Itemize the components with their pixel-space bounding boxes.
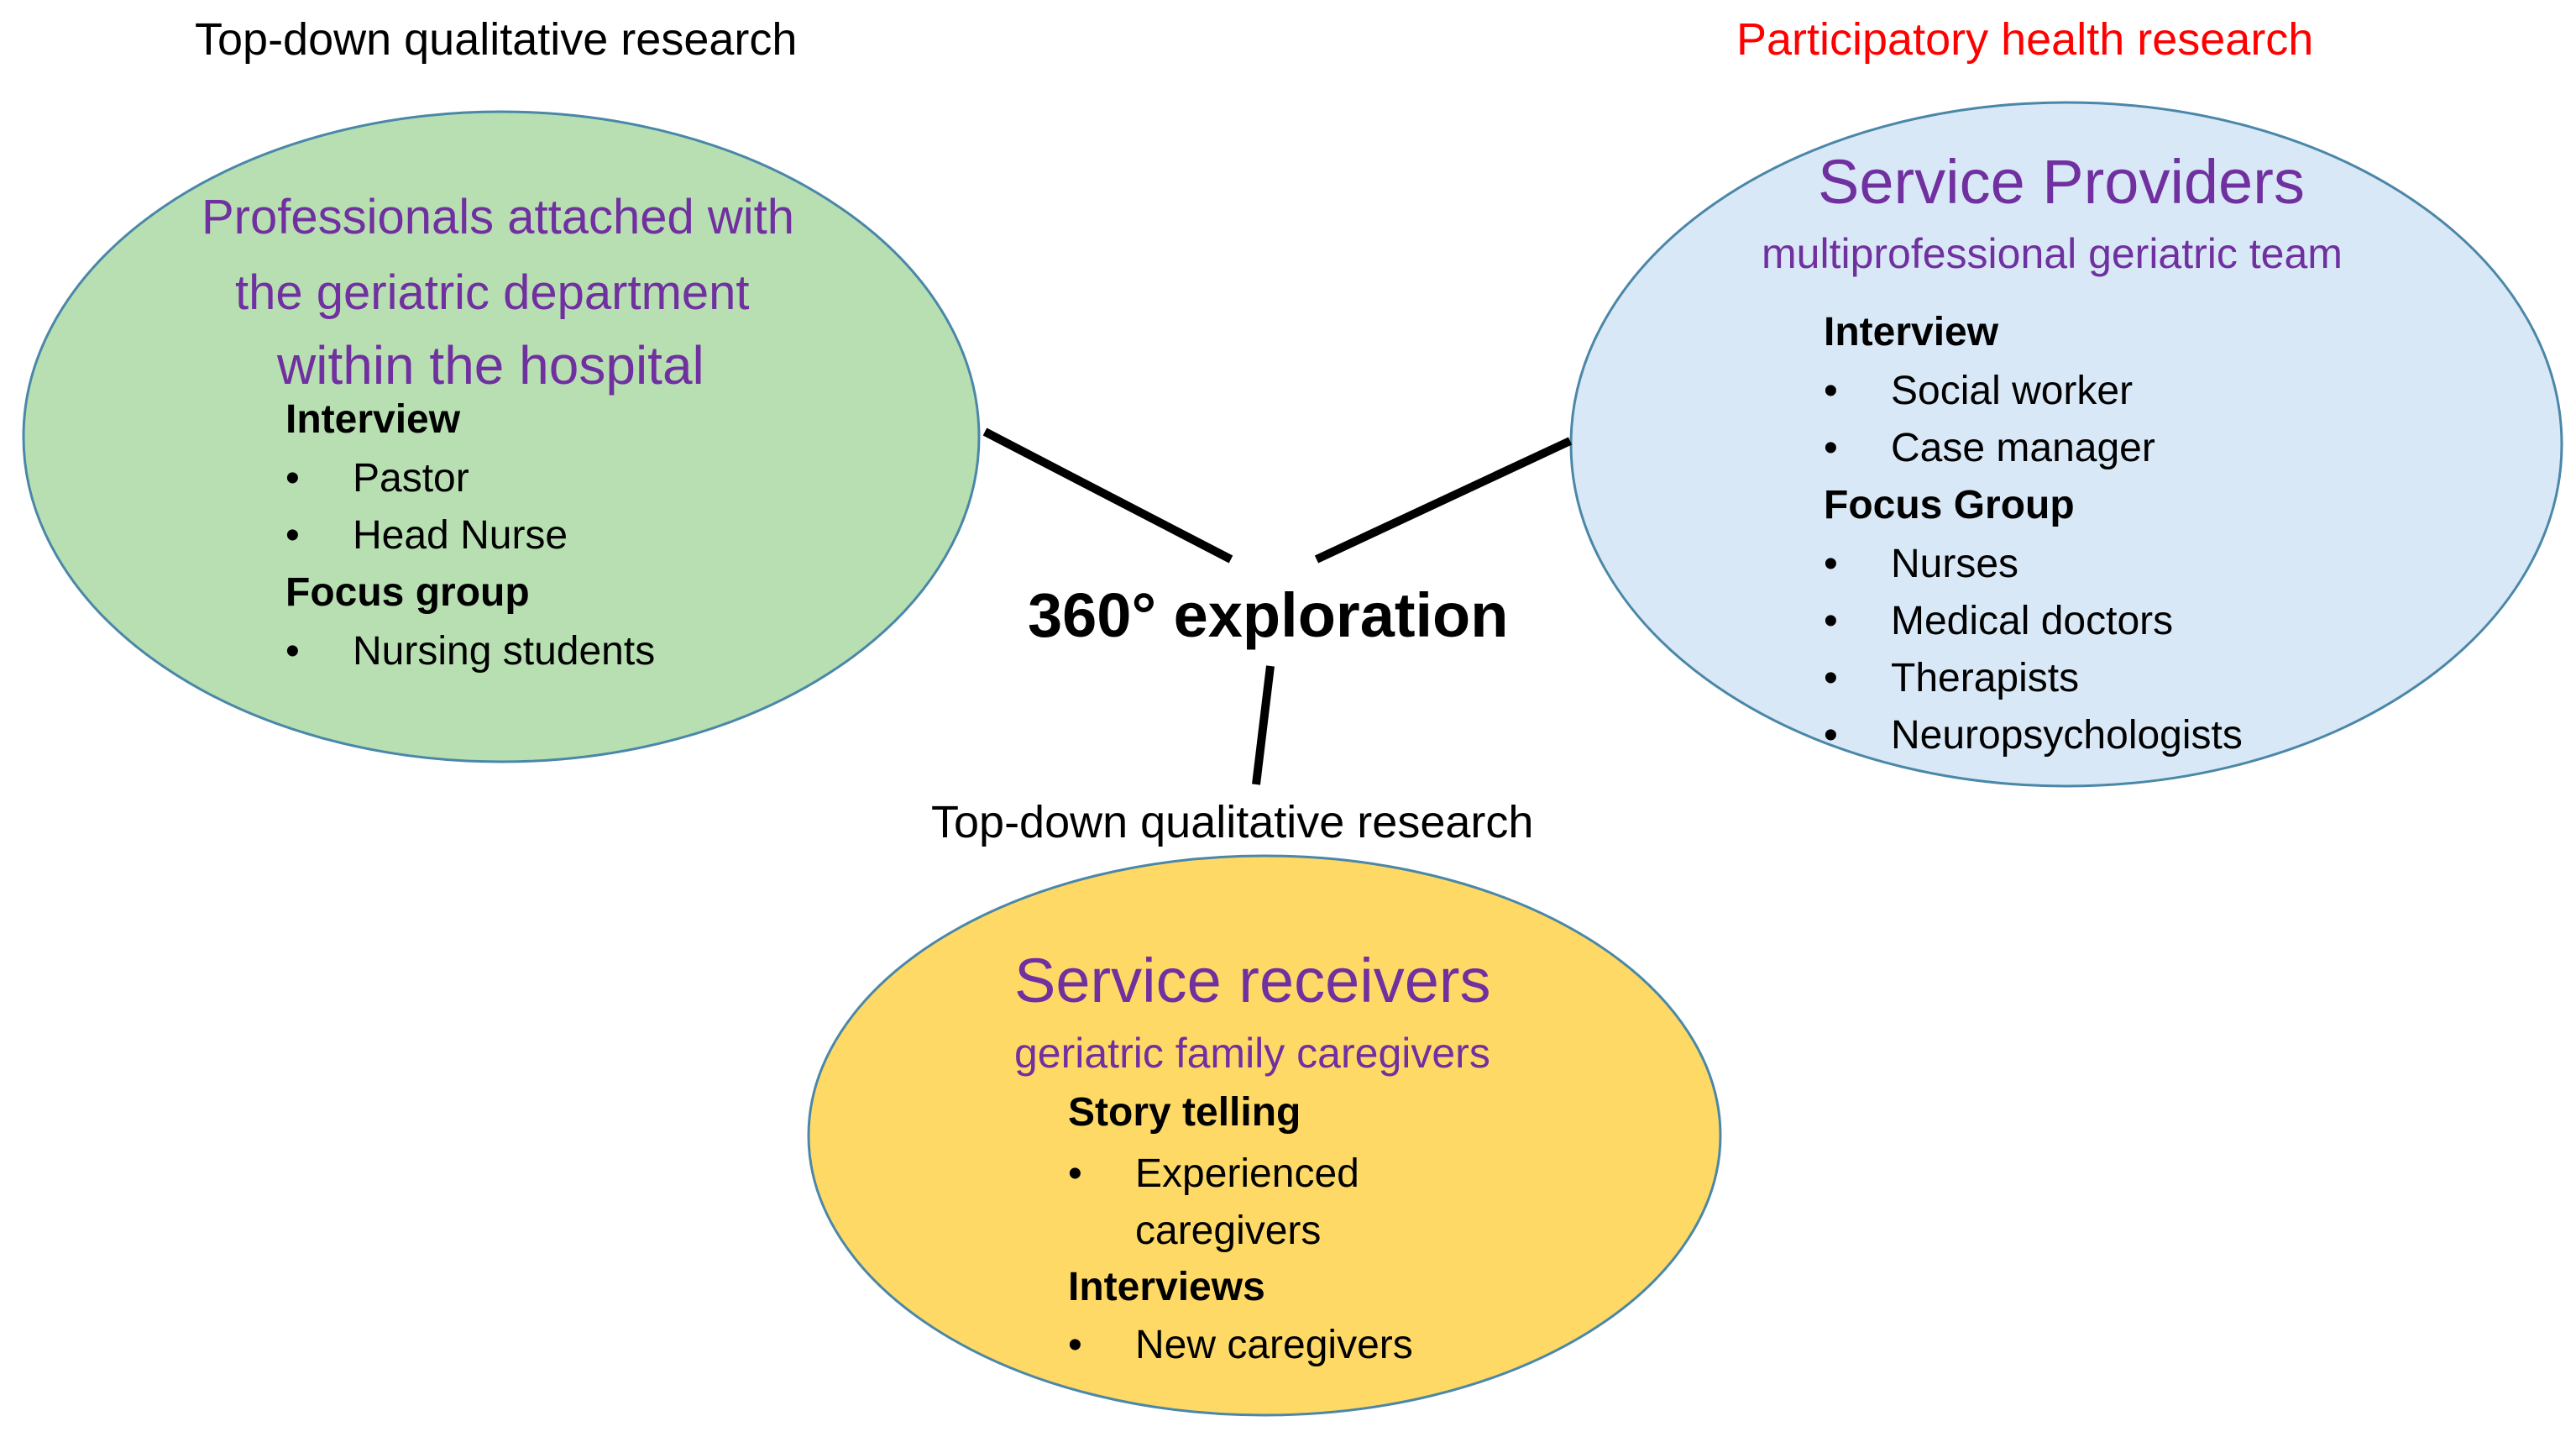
list-item: Experienced caregivers [1068,1146,1359,1260]
list-item: Pastor [285,450,568,507]
connector-right [1314,437,1573,564]
professionals-ellipse [22,110,981,763]
right-section-interview: Interview [1824,310,1999,354]
service-receivers-ellipse [807,854,1722,1417]
right-method-label: Participatory health research [1736,14,2314,65]
bottom-method-label: Top-down qualitative research [931,797,1534,847]
bottom-story-telling-list: Experienced caregivers [1068,1146,1359,1260]
bottom-section-story-telling: Story telling [1068,1090,1301,1135]
left-title-line2: the geriatric department [235,265,750,320]
left-focus-group-list: Nursing students [285,623,655,680]
bottom-interviews-list: New caregivers [1068,1317,1413,1374]
list-item: Nurses [1824,536,2243,593]
right-interview-list: Social worker Case manager [1824,363,2155,477]
list-item-line2: caregivers [1135,1209,1322,1253]
right-title: Service Providers [1818,147,2305,217]
left-method-label: Top-down qualitative research [195,14,798,65]
list-item-line1: Experienced [1135,1151,1359,1196]
list-item: Nursing students [285,623,655,680]
left-interview-list: Pastor Head Nurse [285,450,568,564]
connector-bottom [1252,665,1275,785]
right-subtitle: multiprofessional geriatric team [1762,230,2343,277]
left-title-line3: within the hospital [277,335,704,396]
list-item: Head Nurse [285,507,568,564]
center-label: 360° exploration [1028,580,1509,650]
list-item: New caregivers [1068,1317,1413,1374]
list-item: Neuropsychologists [1824,707,2243,764]
connector-left [982,427,1233,564]
right-section-focus-group: Focus Group [1824,483,2075,527]
left-section-focus-group: Focus group [285,570,530,615]
left-title-line1: Professionals attached with [202,190,795,244]
list-item: Social worker [1824,363,2155,420]
list-item: Case manager [1824,420,2155,477]
list-item: Medical doctors [1824,593,2243,650]
right-focus-group-list: Nurses Medical doctors Therapists Neurop… [1824,536,2243,764]
bottom-section-interviews: Interviews [1068,1265,1265,1309]
bottom-subtitle: geriatric family caregivers [1014,1030,1490,1077]
left-section-interview: Interview [285,397,461,442]
list-item: Therapists [1824,650,2243,707]
bottom-title: Service receivers [1014,946,1491,1015]
